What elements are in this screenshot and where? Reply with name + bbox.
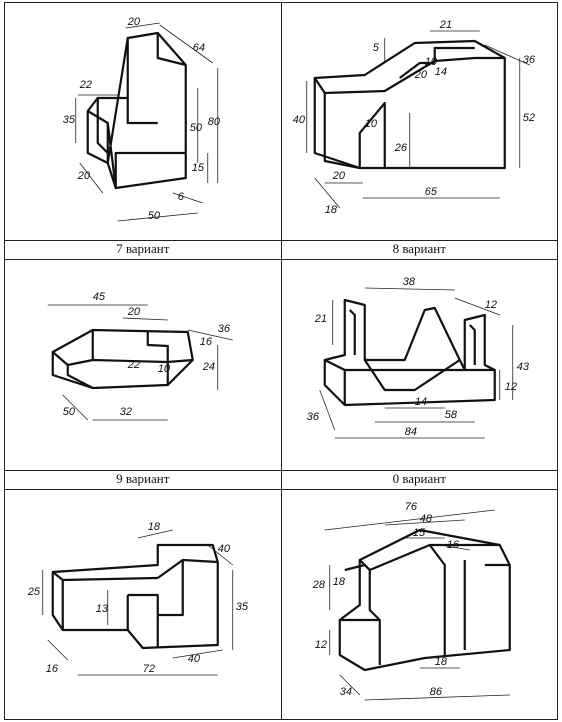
variant-extra-2-dimensions [324,509,510,701]
variant-9-caption: 9 вариант [4,469,282,490]
variant-extra-2-drawing: 76 48 15 16 28 18 12 18 34 86 [280,488,558,721]
variant-0-part [323,299,496,407]
variant-8-caption: 8 вариант [280,240,558,261]
dim-0-i: 84 [404,426,416,438]
dim-7-d: 35 [63,114,76,126]
dim-e1-h: 72 [143,663,155,675]
variant-9-dimensions [47,305,233,421]
dim-e2-a: 76 [404,501,417,513]
variant-extra-1-part [51,543,219,649]
variant-0-drawing: 38 12 21 43 12 14 58 36 84 [280,259,558,471]
dim-9-a: 45 [93,291,106,303]
variant-9-drawing: 45 20 36 16 22 10 24 50 32 [4,259,282,471]
dim-e2-b: 48 [419,513,432,525]
dim-7-h: 20 [77,170,91,182]
dim-e2-i: 34 [339,686,351,698]
variant-9-part [51,329,194,390]
dim-e2-g: 12 [314,639,326,651]
dim-8-b: 5 [372,42,379,54]
dim-0-e: 12 [504,381,516,393]
variant-7-dimensions [75,22,219,222]
dim-0-h: 36 [306,411,319,423]
variant-7-drawing: 20 64 22 35 50 80 15 20 6 50 [4,1,282,242]
dim-8-f: 10 [364,118,377,130]
dim-e2-j: 86 [429,686,442,698]
dim-0-g: 58 [444,409,457,421]
dim-9-d: 16 [200,336,213,348]
dim-9-h: 50 [63,406,76,418]
variant-8-dimensions [305,30,530,209]
dim-e1-e: 35 [236,601,249,613]
dim-0-b: 12 [484,299,496,311]
dim-9-f: 10 [158,363,171,375]
variant-0-caption: 0 вариант [280,469,558,490]
variant-7-part [86,31,187,190]
dim-e2-e: 28 [311,579,325,591]
dim-9-i: 32 [120,406,132,418]
variant-0-dimensions [318,288,513,439]
variant-extra-1-dimensions [42,529,234,676]
dim-9-g: 24 [202,361,215,373]
dim-0-c: 21 [313,313,326,325]
dim-7-b: 64 [193,42,205,54]
dim-8-j: 65 [424,186,437,198]
dim-8-a: 21 [438,19,451,31]
dim-9-b: 20 [127,306,141,318]
dim-e1-a: 18 [148,521,161,533]
dim-7-j: 50 [148,210,161,222]
dim-7-a: 20 [127,16,141,28]
dim-0-a: 38 [402,276,415,288]
dim-0-f: 14 [414,396,426,408]
dim-8-g: 52 [522,112,534,124]
dim-e2-d: 16 [446,539,459,551]
dim-e1-g: 16 [46,663,59,675]
dim-e1-d: 13 [96,603,109,615]
dim-e2-c: 15 [412,527,425,539]
dim-e1-b: 40 [218,543,231,555]
variant-7-caption: 7 вариант [4,240,282,261]
dim-0-d: 43 [516,361,529,373]
dim-e1-f: 40 [188,653,201,665]
dim-e1-c: 25 [27,586,41,598]
dim-7-f: 80 [208,116,221,128]
dim-e2-f: 18 [332,576,345,588]
dim-8-h: 26 [393,142,407,154]
dim-8-c: 36 [522,54,535,66]
dim-9-e: 22 [127,359,140,371]
dim-8-l: 10 [424,56,437,68]
dim-8-d: 40 [292,114,305,126]
dim-8-m: 14 [434,66,446,78]
dim-9-c: 36 [218,323,231,335]
dim-7-g: 15 [192,162,205,174]
dim-8-e: 20 [331,170,345,182]
dim-8-k: 18 [324,204,337,216]
variant-extra-2-part [338,528,511,671]
dim-e2-h: 18 [434,656,447,668]
variant-extra-1-drawing: 18 40 25 13 35 40 16 72 [4,488,282,721]
variant-8-drawing: 21 5 36 40 20 10 52 26 20 65 18 10 14 [280,1,558,242]
dim-7-c: 22 [79,79,92,91]
dim-7-e: 50 [190,122,203,134]
variant-8-part [313,39,506,170]
dim-8-i: 20 [413,69,427,81]
variants-table: 20 64 22 35 50 80 15 20 6 50 [4,1,558,721]
dim-7-i: 6 [178,191,185,203]
